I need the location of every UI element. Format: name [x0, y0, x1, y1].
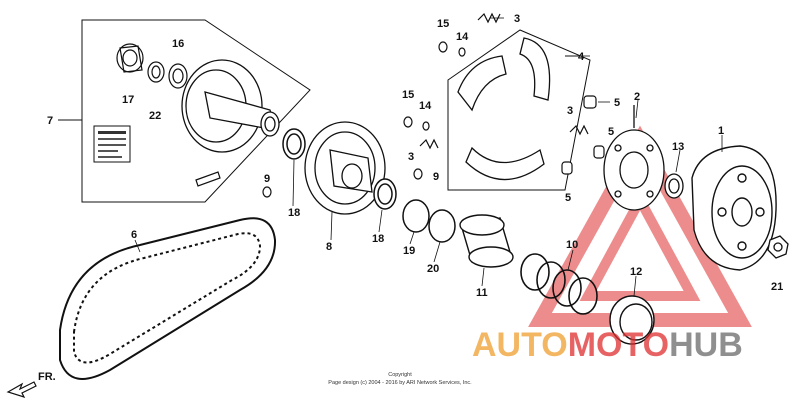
- callout-21[interactable]: 21: [771, 281, 783, 293]
- leader-lines: [134, 17, 723, 297]
- callout-14-top[interactable]: 14: [456, 31, 469, 43]
- callout-3-right[interactable]: 3: [567, 105, 573, 117]
- callout-8[interactable]: 8: [326, 241, 332, 253]
- callout-18-right[interactable]: 18: [372, 233, 384, 245]
- callout-14-mid[interactable]: 14: [419, 100, 432, 112]
- callout-7[interactable]: 7: [47, 115, 53, 127]
- part-3-spring-right[interactable]: [569, 124, 589, 136]
- copyright-line2: Page design (c) 2004 - 2016 by ARI Netwo…: [328, 380, 472, 386]
- part-14-washer-mid[interactable]: [422, 121, 430, 131]
- callout-numbers: 1 2 3 3 3 4 5 5 5 6 7 8 9 9 10 11 12 13 …: [47, 13, 783, 299]
- callout-22[interactable]: 22: [149, 110, 161, 122]
- part-22-washer[interactable]: [147, 61, 165, 83]
- callout-16[interactable]: 16: [172, 38, 184, 50]
- part-6-drive-belt[interactable]: [59, 217, 277, 380]
- clutch-shoe-lower[interactable]: [465, 146, 545, 181]
- callout-5-c[interactable]: 5: [565, 192, 571, 204]
- part-10-spring-rings[interactable]: [520, 253, 598, 315]
- front-direction-arrow-icon: [6, 381, 37, 398]
- instruction-label-card: [93, 125, 131, 163]
- part-5-damper-c[interactable]: [561, 161, 573, 175]
- automotohub-watermark: AUTOMOTOHUB: [472, 326, 743, 364]
- part-5-damper-a[interactable]: [583, 95, 597, 109]
- watermark-moto: MOTO: [568, 326, 669, 364]
- part-15-nut-mid[interactable]: [403, 116, 413, 128]
- callout-11[interactable]: 11: [476, 287, 488, 299]
- part-21-nut[interactable]: [767, 235, 789, 259]
- part-15-nut-top[interactable]: [438, 41, 448, 53]
- callout-2[interactable]: 2: [634, 91, 640, 103]
- callout-10[interactable]: 10: [566, 239, 578, 251]
- part-18-seal-right[interactable]: [373, 178, 397, 210]
- part-9-bolt-mid[interactable]: [413, 168, 423, 180]
- clutch-shoe-upper[interactable]: [457, 37, 551, 112]
- copyright-notice: Copyright Page design (c) 2004 - 2016 by…: [328, 372, 472, 386]
- part-19-o-ring[interactable]: [402, 199, 430, 233]
- callout-6[interactable]: 6: [131, 229, 137, 241]
- callout-18-left[interactable]: 18: [288, 207, 300, 219]
- part-13-bearing[interactable]: [664, 173, 684, 199]
- watermark-auto: AUTO: [472, 326, 568, 364]
- copyright-line1: Copyright: [388, 372, 412, 378]
- part-9-bolt-left[interactable]: [262, 186, 272, 198]
- callout-20[interactable]: 20: [427, 263, 439, 275]
- part-14-washer-top[interactable]: [458, 47, 466, 57]
- callout-12[interactable]: 12: [630, 266, 642, 278]
- part-17-bearing[interactable]: [116, 43, 144, 73]
- part-1-clutch-outer[interactable]: [691, 145, 777, 271]
- svg-text:AUTOMOTOHUB: AUTOMOTOHUB: [472, 326, 743, 364]
- part-18-seal-left[interactable]: [282, 128, 306, 160]
- part-5-damper-b[interactable]: [593, 145, 605, 159]
- callout-17[interactable]: 17: [122, 94, 134, 106]
- callout-1[interactable]: 1: [718, 125, 724, 137]
- movable-drive-face[interactable]: [181, 59, 280, 153]
- front-direction-label: FR.: [38, 371, 56, 383]
- callout-13[interactable]: 13: [672, 141, 684, 153]
- part-16-oil-seal[interactable]: [168, 63, 188, 89]
- drive-face-group-box: [58, 19, 311, 203]
- callout-15-mid[interactable]: 15: [402, 89, 414, 101]
- callout-5-a[interactable]: 5: [614, 97, 620, 109]
- part-2-drive-plate[interactable]: [603, 105, 665, 211]
- callout-4[interactable]: 4: [578, 51, 585, 63]
- pin-part[interactable]: [195, 171, 221, 187]
- callout-15-top[interactable]: 15: [437, 18, 449, 30]
- callout-5-b[interactable]: 5: [608, 126, 614, 138]
- callout-9-left[interactable]: 9: [264, 173, 270, 185]
- callout-3-mid[interactable]: 3: [408, 151, 414, 163]
- callout-9-mid[interactable]: 9: [433, 171, 439, 183]
- watermark-hub: HUB: [669, 326, 743, 364]
- callout-19[interactable]: 19: [403, 245, 415, 257]
- part-11-collar[interactable]: [459, 214, 514, 268]
- part-20-o-ring[interactable]: [428, 209, 456, 243]
- callout-3-top[interactable]: 3: [514, 13, 520, 25]
- part-12-collar[interactable]: [609, 295, 655, 345]
- part-3-spring-mid[interactable]: [419, 138, 439, 150]
- part-8-driven-face[interactable]: [304, 121, 386, 215]
